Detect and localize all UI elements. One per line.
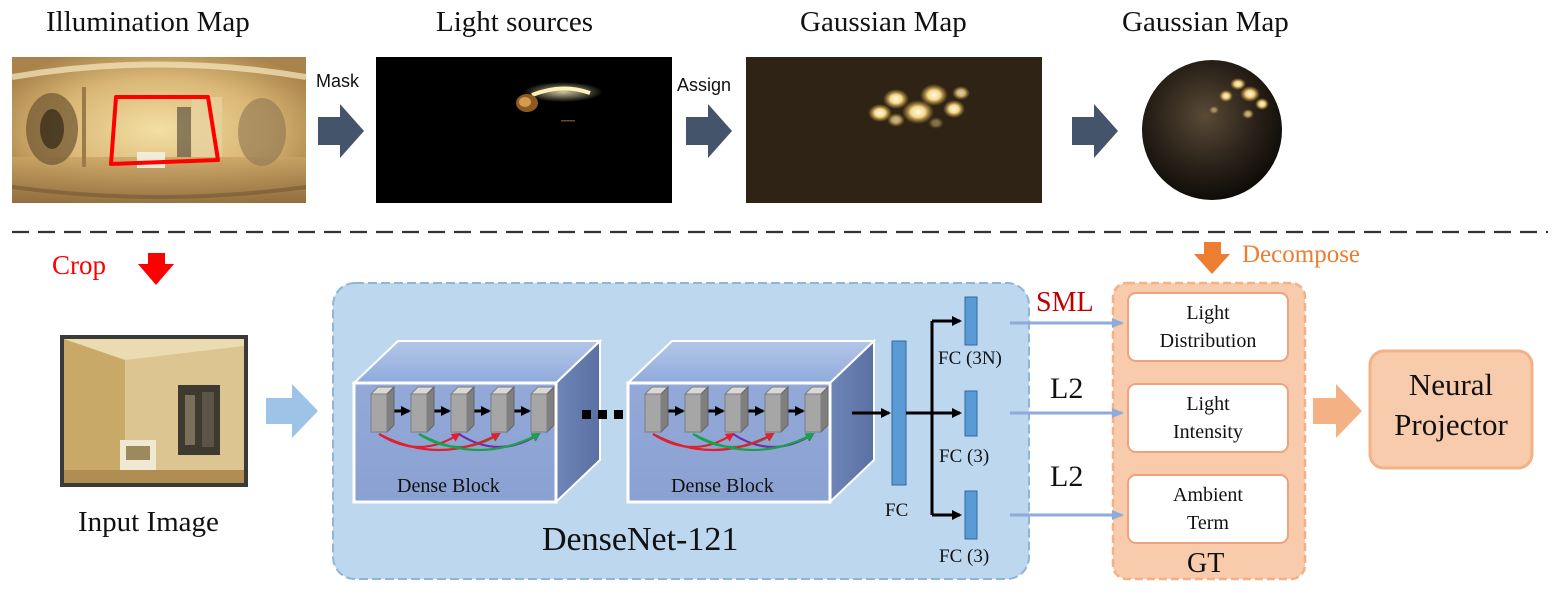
densenet-label: DenseNet-121 [542, 521, 739, 558]
light-sources-title: Light sources [436, 6, 594, 38]
input-image [60, 335, 248, 487]
l2-label-2: L2 [1050, 460, 1084, 493]
dense-layer [529, 385, 556, 434]
fc-3b-label: FC (3) [939, 546, 990, 567]
l2-label-1: L2 [1050, 372, 1084, 405]
dense-skip-connection [652, 433, 775, 452]
dense-block-2-layers [643, 385, 830, 452]
fc-bar [891, 340, 907, 486]
dense-block-1-label: Dense Block [397, 475, 500, 497]
fc-branch-connectors [906, 316, 962, 520]
fc-3a-label: FC (3) [939, 446, 990, 467]
illumination-map-image [12, 57, 306, 203]
ellipsis-dots [582, 410, 623, 419]
gt-ambient-term-box: Ambient Term [1127, 474, 1289, 544]
sml-label: SML [1036, 287, 1094, 318]
input-image-label: Input Image [78, 506, 219, 538]
dense-skip-connection [378, 433, 501, 452]
decompose-arrow [1194, 242, 1230, 274]
crop-region-outline [109, 95, 220, 166]
mask-label: Mask [316, 71, 360, 91]
decompose-label: Decompose [1242, 241, 1361, 268]
dense-layer [369, 385, 396, 434]
gt-label: GT [1187, 548, 1225, 579]
crop-label: Crop [52, 250, 106, 280]
gt-to-projector-arrow [1313, 384, 1362, 438]
gt-light-distribution-box: Light Distribution [1127, 292, 1289, 362]
dense-layer [803, 385, 830, 434]
fc-3n-label: FC (3N) [938, 348, 1002, 369]
dense-layer [489, 385, 516, 434]
fc-3a-bar [964, 390, 978, 437]
neural-projector-label: Neural Projector [1370, 365, 1532, 445]
crop-arrow [138, 253, 174, 285]
loss-arrows [1010, 318, 1124, 520]
fc-label: FC [885, 500, 909, 521]
gt-light-intensity-box: Light Intensity [1127, 383, 1289, 453]
gt-ambient-term-line1: Ambient [1173, 484, 1243, 506]
dense-skip-connection [418, 433, 541, 452]
dense-layer [409, 385, 436, 434]
neural-projector-line1: Neural [1408, 367, 1494, 402]
gt-light-intensity-line1: Light [1186, 393, 1230, 415]
dense-layer [763, 385, 790, 434]
light-sources-image [376, 57, 672, 203]
sphere-arrow [1072, 104, 1118, 158]
gt-light-distribution-line1: Light [1186, 302, 1230, 324]
mask-arrow [318, 104, 364, 158]
gt-light-distribution-line2: Distribution [1159, 330, 1257, 352]
dense-layer [643, 385, 670, 434]
gt-light-intensity-line2: Intensity [1173, 421, 1243, 443]
dense-layer [449, 385, 476, 434]
neural-projector-line2: Projector [1394, 407, 1508, 442]
fc-3b-bar [964, 490, 978, 540]
fc-3n-bar [964, 296, 978, 346]
dense-skip-connection [692, 433, 815, 452]
dense-block-2-label: Dense Block [671, 475, 774, 497]
neural-projector-box [1368, 349, 1534, 470]
assign-arrow [686, 104, 732, 158]
dense-layer [723, 385, 750, 434]
dense-block-1-layers [369, 385, 556, 452]
gaussian-map-title-1: Gaussian Map [800, 6, 967, 38]
gt-ambient-term-line2: Term [1187, 512, 1229, 534]
input-to-network-arrow [266, 384, 318, 438]
illumination-map-title: Illumination Map [46, 6, 250, 38]
dense-layer [683, 385, 710, 434]
gaussian-map-image-sphere [1138, 56, 1286, 204]
gaussian-map-title-2: Gaussian Map [1122, 6, 1289, 38]
assign-label: Assign [677, 75, 732, 95]
gaussian-map-image-flat [746, 57, 1042, 203]
